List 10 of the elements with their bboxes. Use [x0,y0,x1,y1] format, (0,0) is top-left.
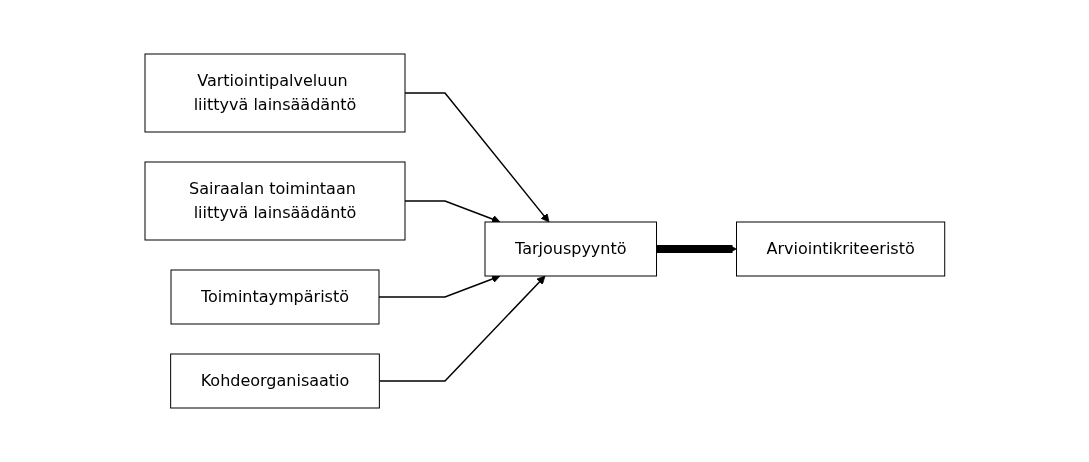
node-box: Sairaalan toimintaan liittyvä lainsäädäntö [144,161,406,241]
node-box: Tarjouspyyntö [484,221,657,277]
arrow [403,92,550,223]
arrow [656,244,737,254]
arrow [378,275,546,382]
arrow [403,200,501,224]
node-box: Kohdeorganisaatio [169,353,380,409]
node-box: Arviointikriteeristö [735,221,945,277]
node-box: Toimintaympäristö [170,269,380,325]
node-box: Vartiointipalveluun liittyvä lainsäädäntö [144,53,406,133]
